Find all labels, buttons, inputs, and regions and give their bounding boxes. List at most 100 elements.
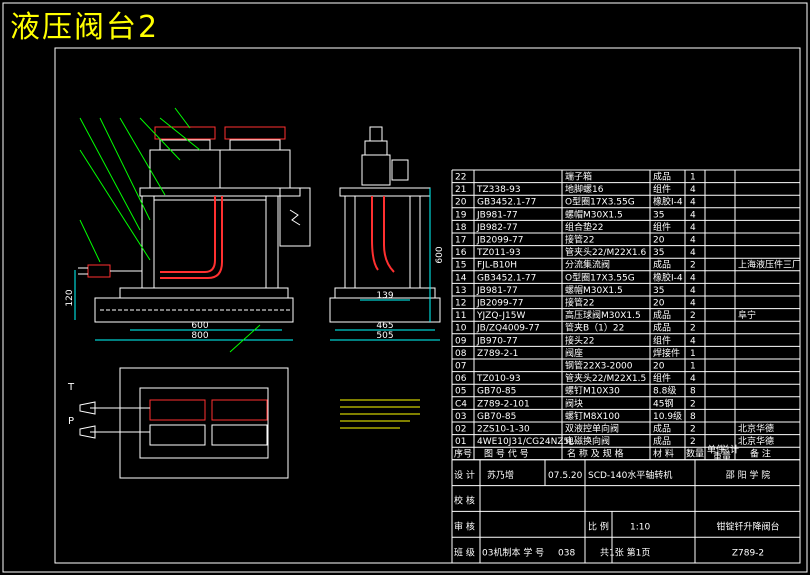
side-top-plate [339, 187, 431, 197]
bom-row-material: 橡胶I-4 [653, 271, 683, 283]
tb-sheets: 共1张 第1页 [600, 546, 650, 558]
bom-row-material: 组件 [653, 372, 671, 384]
dim-front-800: 800 [191, 331, 208, 341]
bom-row-no: 20 [455, 198, 467, 208]
bom-row-code: GB70-85 [477, 387, 516, 397]
bom-row-no: 02 [455, 425, 466, 435]
bom-row-material: 20 [653, 236, 665, 246]
tb-student-no: 038 [558, 548, 575, 558]
bom-row-no: 18 [455, 223, 467, 233]
bom-row-no: 01 [455, 437, 466, 447]
leg-right [265, 195, 279, 289]
bom-header-unit: 单件 [707, 444, 725, 456]
bom-row-code: JB970-77 [476, 336, 518, 346]
port-p [79, 425, 96, 439]
tb-date: 07.5.20 [548, 471, 583, 481]
bom-row-qty: 4 [690, 198, 696, 208]
bom-row-code: GB3452.1-77 [477, 273, 536, 283]
port-t [79, 401, 96, 415]
bom-row-note: 阜宁 [738, 309, 756, 321]
bom-row-no: 15 [455, 261, 466, 271]
bom-row-material: 组件 [653, 183, 671, 195]
bom-row-no: 08 [455, 349, 467, 359]
tech-notes [340, 399, 420, 429]
bom-row-name: 分流集流阀 [565, 259, 610, 271]
tb-approve-label: 审 核 [454, 520, 475, 532]
side-valve-cap [369, 126, 383, 142]
bom-row-no: 11 [455, 311, 466, 321]
bom-row-code: 4WE10J31/CG24NZ5L [477, 437, 574, 447]
bom-row-code: JB2099-77 [476, 236, 523, 246]
bom-row-material: 20 [653, 299, 665, 309]
bom-row-code: YJZQ-J15W [476, 311, 526, 321]
side-leg-left [344, 195, 356, 289]
bom-row-code: TZ338-93 [476, 185, 521, 195]
tb-school: 邵 阳 学 院 [726, 469, 771, 481]
bom-row-code: FJL-B10H [477, 261, 517, 271]
side-block [361, 154, 391, 186]
tb-scale: 1:10 [630, 522, 650, 532]
tb-class-label: 班 级 [454, 546, 475, 558]
base-frame [94, 297, 294, 323]
ball-valve [87, 264, 111, 278]
base-plate [119, 287, 289, 299]
drawing-title: 液压阀台2 [10, 10, 160, 45]
bom-row-qty: 4 [690, 210, 696, 220]
bom-row-name: 螺钉M10X30 [565, 386, 620, 397]
bom-row-material: 成品 [653, 171, 671, 183]
bom-row-qty: 4 [690, 248, 696, 258]
tb-class-value: 03机制本 学 号 [482, 546, 544, 558]
bom-header-name: 名 称 及 规 格 [567, 448, 623, 460]
bom-row-no: 06 [455, 374, 467, 384]
bom-row-material: 组件 [653, 334, 671, 346]
bom-row-material: 45钢 [653, 397, 673, 409]
side-base-frame [329, 297, 441, 323]
bom-row-code: GB3452.1-77 [477, 198, 536, 208]
bom-row-material: 35 [653, 286, 664, 296]
bom-row-name: 管夹头22/M22X1.6 [565, 246, 646, 258]
bom-header-material: 材 料 [653, 448, 674, 460]
dim-side-600: 600 [435, 246, 445, 263]
bom-row-qty: 2 [690, 324, 696, 334]
bom-header-note: 备 注 [750, 448, 771, 460]
bom-row-name: 接管22 [565, 297, 594, 309]
bom-row-code: TZ011-93 [476, 248, 521, 258]
dim-front-600: 600 [191, 321, 208, 331]
bom-row-material: 成品 [653, 435, 671, 447]
bom-row-material: 橡胶I-4 [653, 196, 683, 208]
bom-row-name: 电磁换向阀 [565, 435, 610, 447]
bom-row-no: 16 [455, 248, 467, 258]
bom-row-material: 35 [653, 248, 664, 258]
tb-design-label: 设 计 [454, 469, 475, 481]
top-valve-right [211, 399, 268, 421]
bom-row-no: 10 [455, 324, 467, 334]
bom-row-qty: 4 [690, 273, 696, 283]
bom-row-qty: 2 [690, 399, 696, 409]
tb-drawing-no: Z789-2 [732, 548, 764, 558]
bom-row-material: 10.9级 [653, 410, 682, 422]
top-block-left [149, 424, 206, 446]
bom-header-code: 图 号 代 号 [484, 449, 529, 460]
dim-side-505: 505 [376, 331, 393, 341]
bom-row-qty: 1 [690, 173, 696, 183]
bom-row-name: 螺钉M8X100 [565, 411, 620, 422]
bom-row-code: GB70-85 [477, 412, 516, 422]
bom-row-material: 成品 [653, 309, 671, 321]
bom-row-name: 接头22 [565, 334, 594, 346]
bom-row-no: 19 [455, 210, 467, 220]
dim-side-465: 465 [376, 321, 393, 331]
bom-row-qty: 8 [690, 387, 696, 397]
tb-check-label: 校 核 [454, 495, 475, 507]
tb-scale-label: 比 例 [588, 520, 609, 532]
bom-row-no: 05 [455, 387, 466, 397]
bom-row-note: 上海液压件三厂 [738, 259, 801, 271]
bom-row-code: JB2099-77 [476, 299, 523, 309]
bom-row-qty: 2 [690, 425, 696, 435]
bom-row-code: TZ010-93 [476, 374, 521, 384]
bom-row-code: JB981-77 [476, 210, 518, 220]
bom-row-code: JB981-77 [476, 286, 518, 296]
bom-row-no: 09 [455, 336, 467, 346]
bom-row-material: 成品 [653, 423, 671, 435]
